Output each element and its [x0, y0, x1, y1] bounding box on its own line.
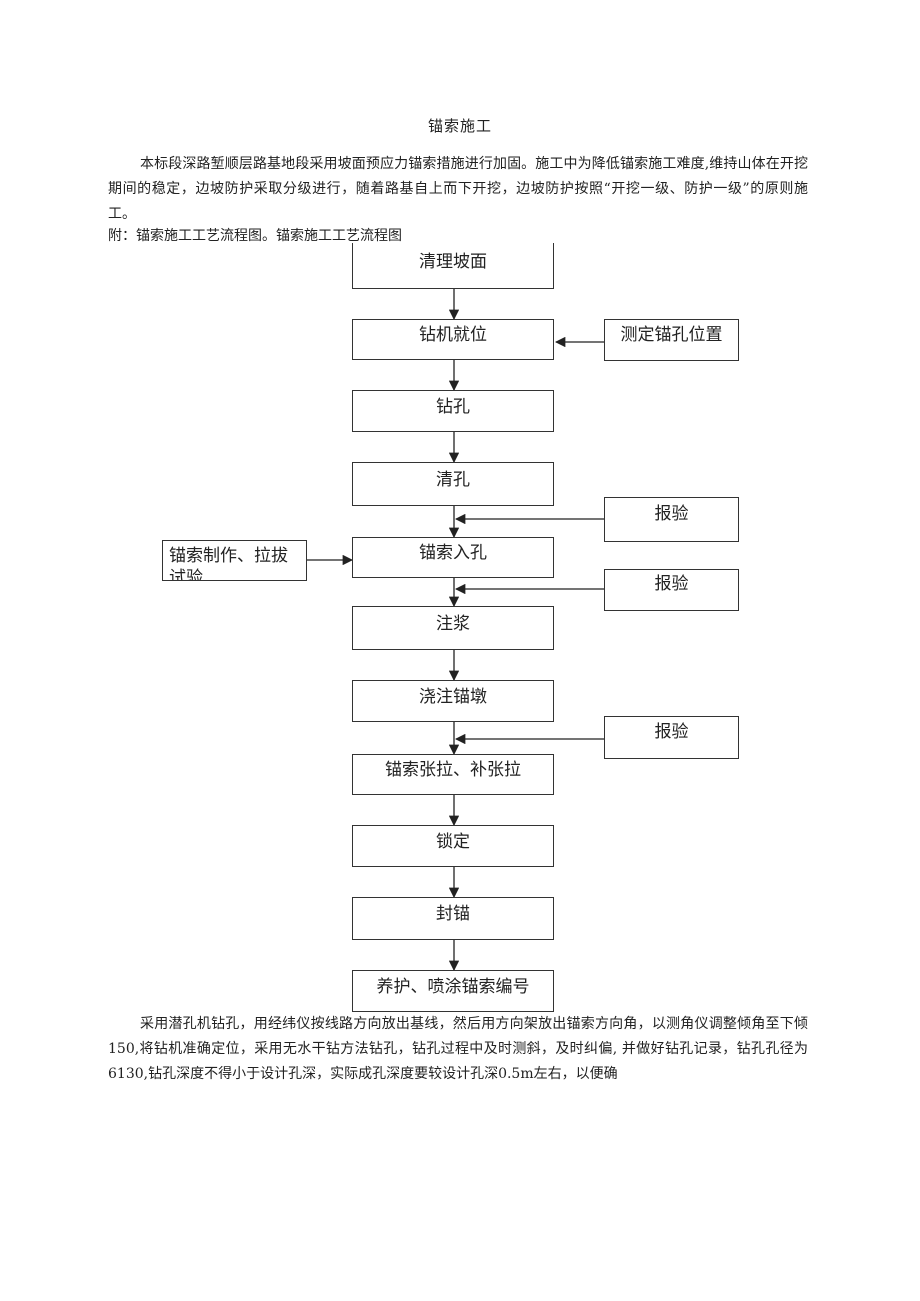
flow-step-11: 养护、喷涂锚索编号 [352, 970, 554, 1012]
body-paragraph: 采用潜孔机钻孔，用经纬仪按线路方向放出基线，然后用方向架放出锚索方向角，以测角仪… [108, 1016, 808, 1082]
side-inspection-2: 报验 [604, 569, 739, 611]
flow-step-4: 清孔 [352, 462, 554, 506]
flow-step-3: 钻孔 [352, 390, 554, 432]
side-inspection-1: 报验 [604, 497, 739, 542]
side-anchor-fabrication-pullout-test: 锚索制作、拉拔试验 [162, 540, 307, 581]
flow-step-7: 浇注锚墩 [352, 680, 554, 722]
flow-step-2: 钻机就位 [352, 319, 554, 360]
flow-step-1: 清理坡面 [352, 243, 554, 289]
intro-paragraph: 本标段深路堑顺层路基地段采用坡面预应力锚索措施进行加固。施工中为降低锚索施工难度… [108, 156, 808, 222]
flow-step-6: 注浆 [352, 606, 554, 650]
flow-step-9: 锁定 [352, 825, 554, 867]
document-title: 锚索施工 [427, 117, 492, 135]
side-survey-anchor-position: 测定锚孔位置 [604, 319, 739, 361]
flow-step-8: 锚索张拉、补张拉 [352, 754, 554, 795]
flow-step-5: 锚索入孔 [352, 537, 554, 578]
attachment-note: 附：锚索施工工艺流程图。锚索施工工艺流程图 [108, 228, 402, 244]
flow-step-10: 封锚 [352, 897, 554, 940]
side-inspection-3: 报验 [604, 716, 739, 759]
